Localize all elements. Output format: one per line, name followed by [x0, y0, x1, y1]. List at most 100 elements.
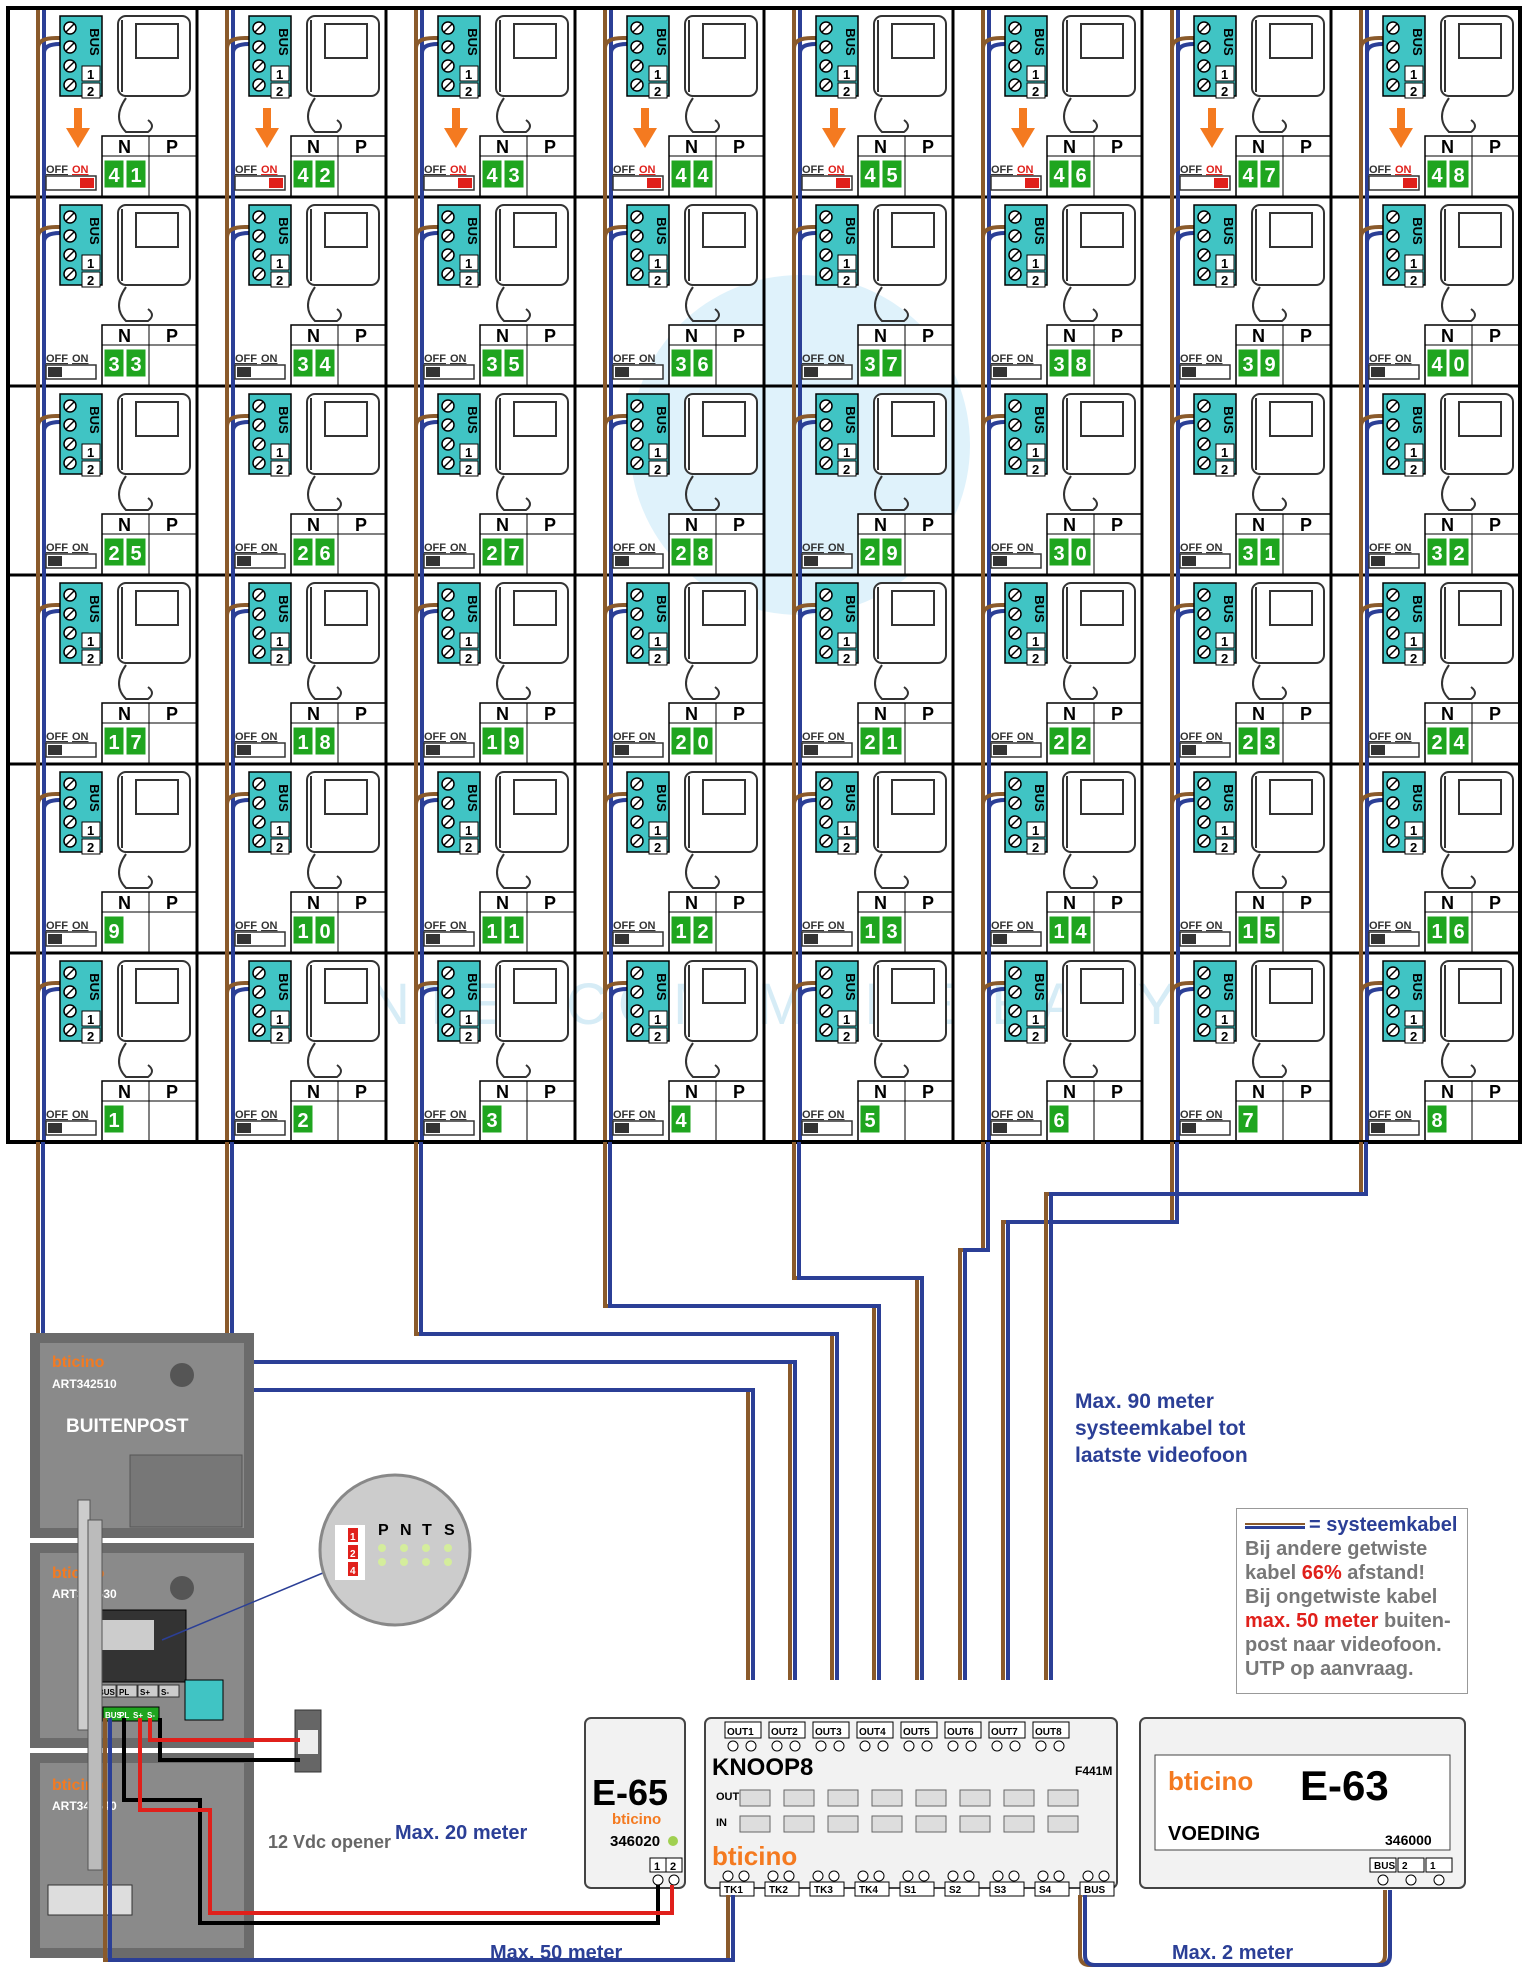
screw-slot [443, 231, 453, 241]
on-label: ON [828, 731, 845, 743]
bus-label: BUS [87, 973, 102, 1001]
screen-icon [1269, 590, 1313, 626]
term2-label: 2 [87, 840, 94, 855]
off-label: OFF [613, 353, 635, 365]
screw-slot [632, 231, 642, 241]
screw-slot [1199, 798, 1209, 808]
term2-label: 2 [1410, 1029, 1417, 1044]
term1-label: 1 [465, 634, 472, 649]
bottom-term-label: TK1 [724, 1885, 743, 1896]
system-cable-swatch [1245, 1522, 1305, 1529]
screw-icon [1405, 1874, 1417, 1886]
cord-icon [118, 853, 153, 889]
term1-label: 1 [1221, 67, 1228, 82]
arrow-down-icon [1389, 128, 1413, 148]
digit-tile [481, 348, 503, 378]
branch-brown [1359, 981, 1387, 994]
out-term-label: OUT7 [991, 1727, 1018, 1738]
screw-slot [632, 628, 642, 638]
term1-label: 1 [276, 823, 283, 838]
arrow-down-icon [444, 128, 468, 148]
screw-slot [632, 817, 642, 827]
branch-brown [1359, 414, 1387, 427]
bus-label: BUS [465, 28, 480, 56]
screw-slot [1388, 23, 1398, 33]
unit-number-digit: 0 [697, 732, 708, 754]
n-header: N [118, 326, 131, 346]
screw-slot [632, 1006, 642, 1016]
screw-slot [821, 231, 831, 241]
unit-number-digit: 4 [697, 165, 709, 187]
on-label: ON [450, 731, 467, 743]
screw-slot [632, 420, 642, 430]
dip-slot [783, 1789, 815, 1807]
term1-box [837, 443, 857, 460]
term1-label: 1 [843, 1012, 850, 1027]
unit-number-digit: 9 [108, 921, 119, 943]
n-header: N [1441, 704, 1454, 724]
dip-switch-knob [80, 178, 94, 188]
unit-number-digit: 1 [486, 732, 497, 754]
digit-tile [859, 915, 881, 945]
screw-slot [1199, 458, 1209, 468]
on-label: ON [72, 920, 89, 932]
screen-icon [1269, 968, 1313, 1004]
off-label: OFF [235, 1109, 257, 1121]
knoop8-brand: bticino [712, 1841, 797, 1871]
riser-cable-6-blue [963, 1142, 990, 1680]
out-term-label: OUT2 [771, 1727, 798, 1738]
off-label: OFF [424, 164, 446, 176]
digit-tile [1426, 915, 1448, 945]
screw-slot [1388, 779, 1398, 789]
p-header: P [166, 515, 178, 535]
screw-slot [632, 590, 642, 600]
p-header: P [355, 326, 367, 346]
unit-number-digit: 2 [1453, 543, 1464, 565]
screw-slot [1388, 42, 1398, 52]
dip-slot [827, 1789, 859, 1807]
dip-switch-knob [804, 934, 818, 944]
p-header: P [733, 704, 745, 724]
e63-term-label: 1 [1430, 1861, 1436, 1872]
on-label: ON [72, 731, 89, 743]
dip-switch-knob [237, 745, 251, 755]
branch-brown [981, 225, 1009, 238]
term1-label: 1 [654, 634, 661, 649]
unit-number-digit: 7 [1242, 1110, 1253, 1132]
on-label: ON [450, 353, 467, 365]
dip-switch-knob [48, 934, 62, 944]
term2-label: 2 [1032, 84, 1039, 99]
term2-box [1026, 1027, 1046, 1044]
screw-slot [1388, 61, 1398, 71]
digit-tile [881, 915, 903, 945]
dip-switch-knob [615, 934, 629, 944]
screw-slot [1010, 401, 1020, 411]
branch-brown [36, 981, 64, 994]
bus-label: BUS [843, 406, 858, 434]
riser-cable-5-brown [792, 1142, 919, 1680]
off-label: OFF [424, 731, 446, 743]
screw-icon [921, 1740, 933, 1752]
note-line: systeemkabel tot [1075, 1417, 1246, 1440]
digit-tile [481, 1104, 503, 1134]
branch-brown [981, 792, 1009, 805]
unit-number-digit: 2 [297, 1110, 308, 1132]
term1-label: 1 [843, 634, 850, 649]
digit-tile [1237, 159, 1259, 189]
e65-term-box [665, 1857, 683, 1873]
bus-label: BUS [1032, 28, 1047, 56]
screw-icon [745, 1740, 757, 1752]
screen-icon [891, 968, 935, 1004]
digit-tile [503, 159, 525, 189]
dip-switch-knob [269, 178, 283, 188]
bus-label: BUS [87, 595, 102, 623]
on-label: ON [1017, 353, 1034, 365]
screen-icon [1269, 212, 1313, 248]
off-label: OFF [235, 542, 257, 554]
zoom-circle [318, 1473, 472, 1627]
screw-icon [1008, 1870, 1020, 1882]
p-header: P [355, 515, 367, 535]
screw-slot [254, 61, 264, 71]
